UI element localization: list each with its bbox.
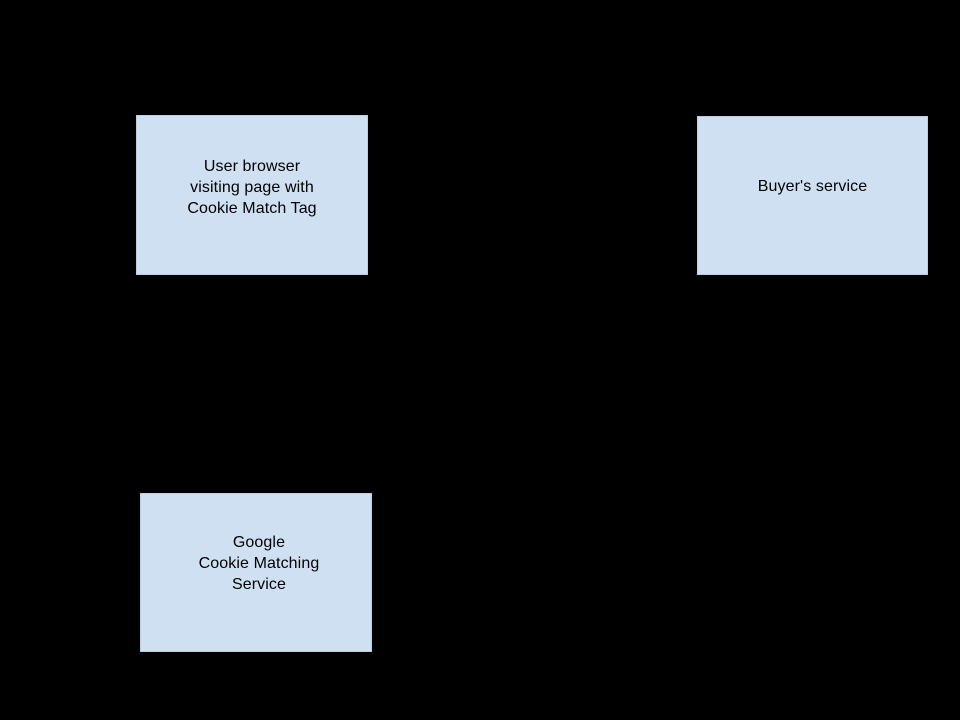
node-buyers-service-label: Buyer's service — [757, 178, 868, 195]
node-buyers-service[interactable]: Buyer's service — [697, 116, 928, 275]
node-user-browser[interactable]: User browser visiting page with Cookie M… — [136, 115, 368, 275]
node-google-cookie-matching-service-label: Google Cookie Matching Service — [198, 534, 320, 593]
node-user-browser-label: User browser visiting page with Cookie M… — [187, 157, 317, 217]
node-google-cookie-matching-service[interactable]: Google Cookie Matching Service — [140, 493, 372, 652]
